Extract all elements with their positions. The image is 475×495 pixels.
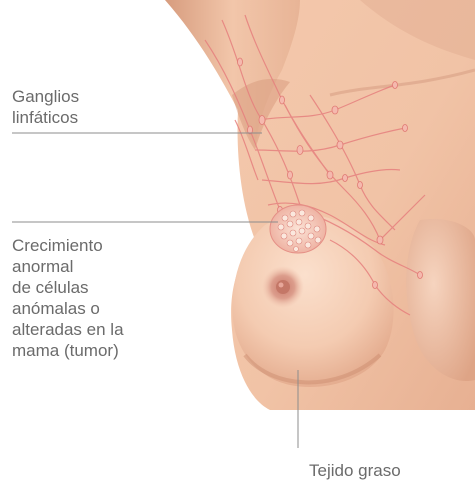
nipple [276, 280, 290, 294]
nipple-highlight [279, 283, 284, 288]
label-tumor: Crecimiento anormal de células anómalas … [12, 235, 124, 361]
label-fatty-tissue: Tejido graso [309, 460, 401, 481]
label-lymph-nodes: Ganglios linfáticos [12, 86, 79, 128]
tumor-cluster [270, 205, 326, 253]
